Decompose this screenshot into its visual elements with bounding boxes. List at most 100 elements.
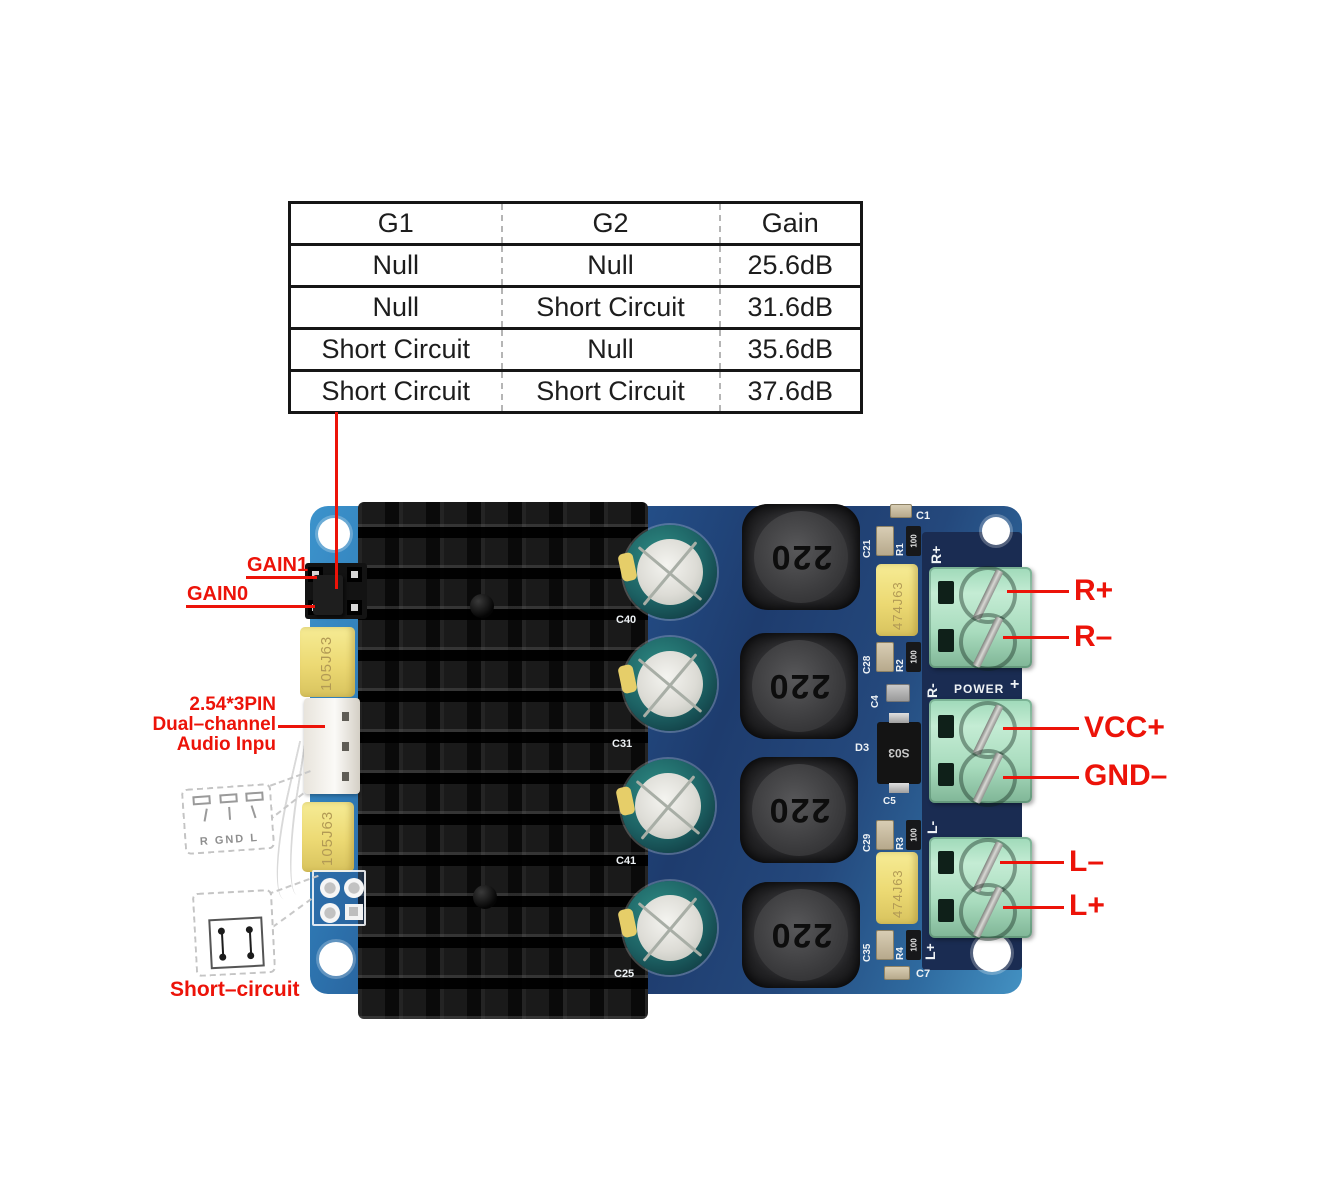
gain1-label: GAIN1 bbox=[247, 554, 309, 576]
film-cap-marking: 105J63 bbox=[319, 810, 336, 866]
smd-cap-marking: 474J63 bbox=[890, 581, 905, 630]
pin-drawing bbox=[192, 795, 211, 806]
l-minus-pointer-line bbox=[1000, 861, 1064, 864]
terminal-screw-r-plus bbox=[963, 570, 1013, 620]
gain-table-row: Null Null 25.6dB bbox=[289, 243, 862, 287]
silkscreen-c29: C29 bbox=[862, 833, 873, 852]
vcc-label: VCC+ bbox=[1084, 711, 1165, 744]
smd-capacitor bbox=[876, 526, 894, 556]
short-circuit-label: Short–circuit bbox=[170, 978, 300, 1001]
film-capacitor: 105J63 bbox=[300, 627, 355, 697]
silkscreen-c25: C25 bbox=[614, 968, 635, 980]
silkscreen-c35: C35 bbox=[862, 943, 873, 962]
inductor: 220 bbox=[742, 882, 860, 988]
power-terminal bbox=[929, 699, 1032, 803]
gain-table-header-g1: G1 bbox=[377, 208, 414, 238]
audio-pinout-text: R GND L bbox=[199, 831, 260, 849]
jumper-pin bbox=[347, 600, 362, 615]
electrolytic-capacitor bbox=[617, 637, 717, 731]
terminal-screw-l-minus bbox=[963, 842, 1013, 892]
l-minus-label: L– bbox=[1069, 845, 1105, 878]
inductor-marking: 220 bbox=[769, 916, 833, 954]
silkscreen-c31: C31 bbox=[612, 738, 633, 750]
connector-pin bbox=[342, 712, 349, 721]
audio-input-label: 2.54*3PIN Dual–channel Audio Inpu bbox=[150, 695, 276, 755]
electrolytic-capacitor bbox=[615, 759, 715, 853]
terminal-screw-vcc bbox=[963, 705, 1013, 755]
smd-film-capacitor: 474J63 bbox=[876, 852, 918, 924]
silkscreen-c5: C5 bbox=[883, 796, 896, 807]
terminal-screw-l-plus bbox=[963, 887, 1013, 937]
terminal-slot bbox=[938, 763, 954, 786]
gain-table-header-gain: Gain bbox=[718, 202, 862, 245]
gain0-pointer-line bbox=[186, 605, 315, 608]
jumper-pin bbox=[347, 567, 362, 582]
pin-leg bbox=[203, 808, 208, 822]
l-plus-pointer-line bbox=[1003, 906, 1064, 909]
diode-d3: S03 bbox=[877, 713, 921, 793]
short-circuit-square bbox=[208, 916, 265, 970]
mounting-hole bbox=[319, 942, 353, 976]
smd-capacitor bbox=[886, 684, 910, 702]
short-circuit-pads bbox=[312, 870, 366, 926]
connector-pin bbox=[342, 772, 349, 781]
terminal-slot bbox=[938, 629, 954, 652]
callout-leader-line bbox=[271, 898, 313, 928]
audio-input-label-line2: Dual–channel bbox=[152, 714, 276, 735]
smd-resistor: 100 bbox=[906, 642, 921, 672]
smd-film-capacitor: 474J63 bbox=[876, 564, 918, 636]
mounting-hole bbox=[982, 517, 1010, 545]
gain-table-header-g2: G2 bbox=[500, 202, 720, 245]
mounting-hole bbox=[973, 934, 1011, 972]
connector-pin bbox=[342, 742, 349, 751]
silkscreen-r4: R4 bbox=[895, 947, 906, 960]
smd-capacitor bbox=[890, 504, 912, 518]
smd-resistor: 100 bbox=[906, 526, 921, 556]
solder-pad bbox=[344, 878, 364, 898]
silkscreen-c7: C7 bbox=[916, 968, 931, 980]
smd-resistor: 100 bbox=[906, 820, 921, 850]
silkscreen-r3: R3 bbox=[895, 837, 906, 850]
smd-capacitor bbox=[884, 966, 910, 980]
silkscreen-r-minus: R- bbox=[924, 683, 940, 698]
r-plus-pointer-line bbox=[1007, 590, 1069, 593]
pin-drawing bbox=[219, 793, 238, 804]
gain-table-header-row: G1 G2 Gain bbox=[290, 202, 862, 245]
inductor-marking: 220 bbox=[767, 667, 831, 705]
silkscreen-c28: C28 bbox=[862, 655, 873, 674]
inductor: 220 bbox=[742, 504, 860, 610]
smd-capacitor bbox=[876, 642, 894, 672]
terminal-slot bbox=[938, 581, 954, 604]
diode-marking: S03 bbox=[888, 746, 910, 760]
smd-resistor: 100 bbox=[906, 930, 921, 960]
gnd-pointer-line bbox=[1003, 776, 1079, 779]
film-cap-marking: 105J63 bbox=[318, 635, 335, 691]
heatsink-pin bbox=[473, 885, 497, 909]
solder-pad bbox=[320, 878, 340, 898]
gain-table-row: Short Circuit Null 35.6dB bbox=[289, 327, 862, 371]
l-plus-label: L+ bbox=[1069, 889, 1105, 922]
r-minus-pointer-line bbox=[1003, 636, 1069, 639]
pin-leg bbox=[250, 805, 257, 819]
r-minus-label: R– bbox=[1074, 620, 1113, 653]
smd-cap-marking: 474J63 bbox=[890, 869, 905, 918]
electrolytic-capacitor bbox=[617, 525, 717, 619]
gain-table: G1 G2 Gain Null Null 25.6dB Null Short C… bbox=[288, 201, 863, 414]
smd-capacitor bbox=[876, 930, 894, 960]
speaker-left-terminal bbox=[929, 837, 1032, 938]
jumper-cap bbox=[313, 575, 343, 615]
short-circuit-sketch bbox=[191, 888, 277, 978]
silkscreen-plus: + bbox=[1010, 676, 1020, 693]
table-to-jumper-line bbox=[335, 412, 338, 589]
audio-input-label-line1: 2.54*3PIN bbox=[189, 694, 276, 715]
electrolytic-capacitor bbox=[617, 881, 717, 975]
gain1-pointer-line bbox=[246, 576, 317, 579]
gain-jumper-header bbox=[305, 563, 367, 619]
gain-table-row: Short Circuit Short Circuit 37.6dB bbox=[289, 369, 862, 413]
inductor: 220 bbox=[740, 757, 858, 863]
inductor-marking: 220 bbox=[767, 791, 831, 829]
silkscreen-l-plus: L+ bbox=[922, 943, 938, 960]
audio-input-connector bbox=[304, 698, 360, 794]
gain-table-row: Null Short Circuit 31.6dB bbox=[289, 285, 862, 329]
vcc-pointer-line bbox=[1003, 727, 1079, 730]
